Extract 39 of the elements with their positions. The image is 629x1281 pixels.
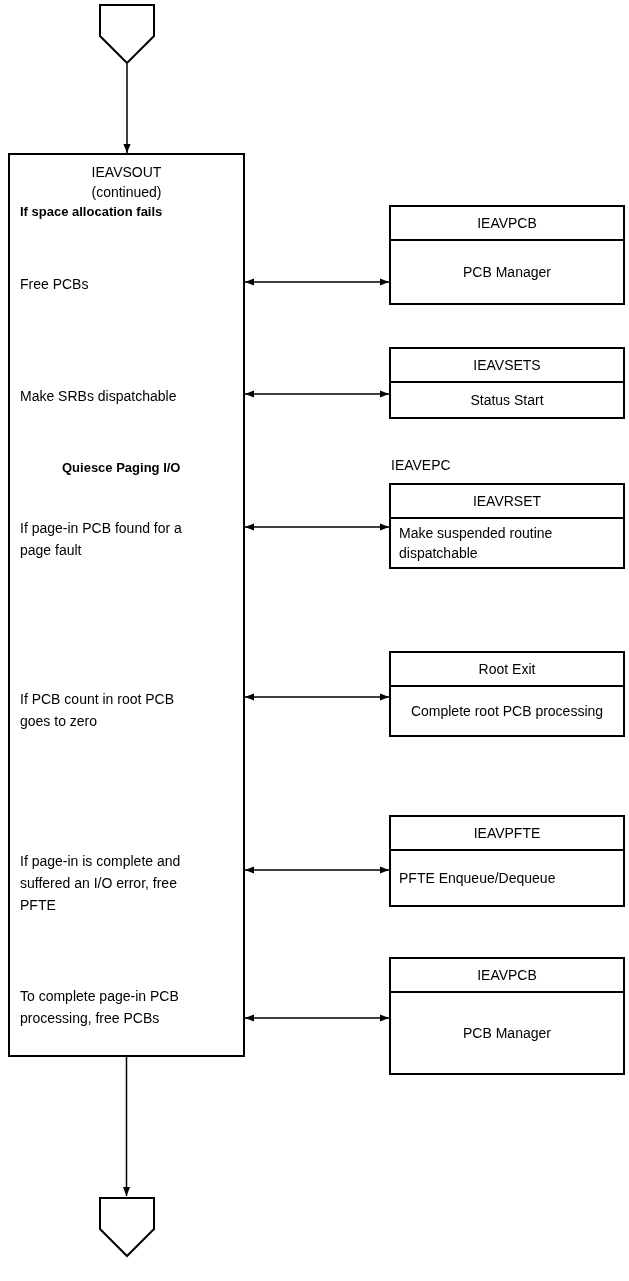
module-name: IEAVPCB bbox=[391, 207, 623, 241]
step-text: If PCB count in root PCB goes to zero bbox=[20, 690, 176, 731]
connector-arrow bbox=[122, 1056, 131, 1197]
section-heading: If space allocation fails bbox=[20, 203, 163, 221]
module-name: IEAVSETS bbox=[391, 349, 623, 383]
module-function: Status Start bbox=[469, 391, 545, 410]
connector-arrow bbox=[244, 1014, 390, 1022]
step-text: Free PCBs bbox=[20, 275, 89, 294]
connector-arrow bbox=[244, 278, 390, 286]
step-text: If page-in is complete and suffered an I/O error, free PFTE bbox=[20, 852, 182, 915]
module-name: IEAVSOUT bbox=[90, 163, 163, 182]
step-text: If page-in PCB found for a page fault bbox=[20, 519, 183, 560]
module-box bbox=[389, 347, 625, 419]
module-note: (continued) bbox=[90, 183, 163, 202]
connector-arrow bbox=[123, 63, 131, 154]
module-name: IEAVRSET bbox=[391, 485, 623, 519]
module-name: Root Exit bbox=[391, 653, 623, 687]
off-page-connector bbox=[99, 1196, 155, 1258]
process-box bbox=[8, 153, 245, 1057]
module-function: PCB Manager bbox=[462, 1024, 552, 1043]
section-heading: Quiesce Paging I/O bbox=[62, 459, 181, 477]
connector-arrow bbox=[244, 693, 390, 701]
module-function: Make suspended routine dispatchable bbox=[398, 524, 554, 563]
module-box bbox=[389, 651, 625, 737]
connector-arrow bbox=[244, 523, 390, 531]
off-page-connector bbox=[99, 4, 155, 64]
entry-point-name: IEAVEPC bbox=[391, 456, 451, 475]
module-name: IEAVPCB bbox=[391, 959, 623, 993]
module-box bbox=[389, 205, 625, 305]
module-box bbox=[389, 957, 625, 1075]
module-name: IEAVPFTE bbox=[391, 817, 623, 851]
connector-arrow bbox=[244, 866, 390, 874]
connector-arrow bbox=[244, 390, 390, 398]
step-text: To complete page-in PCB processing, free PCBs bbox=[20, 987, 180, 1028]
module-function: PFTE Enqueue/Dequeue bbox=[398, 869, 557, 888]
step-text: Make SRBs dispatchable bbox=[20, 387, 177, 406]
module-box bbox=[389, 815, 625, 907]
module-function: PCB Manager bbox=[462, 263, 552, 282]
module-function: Complete root PCB processing bbox=[409, 702, 605, 721]
